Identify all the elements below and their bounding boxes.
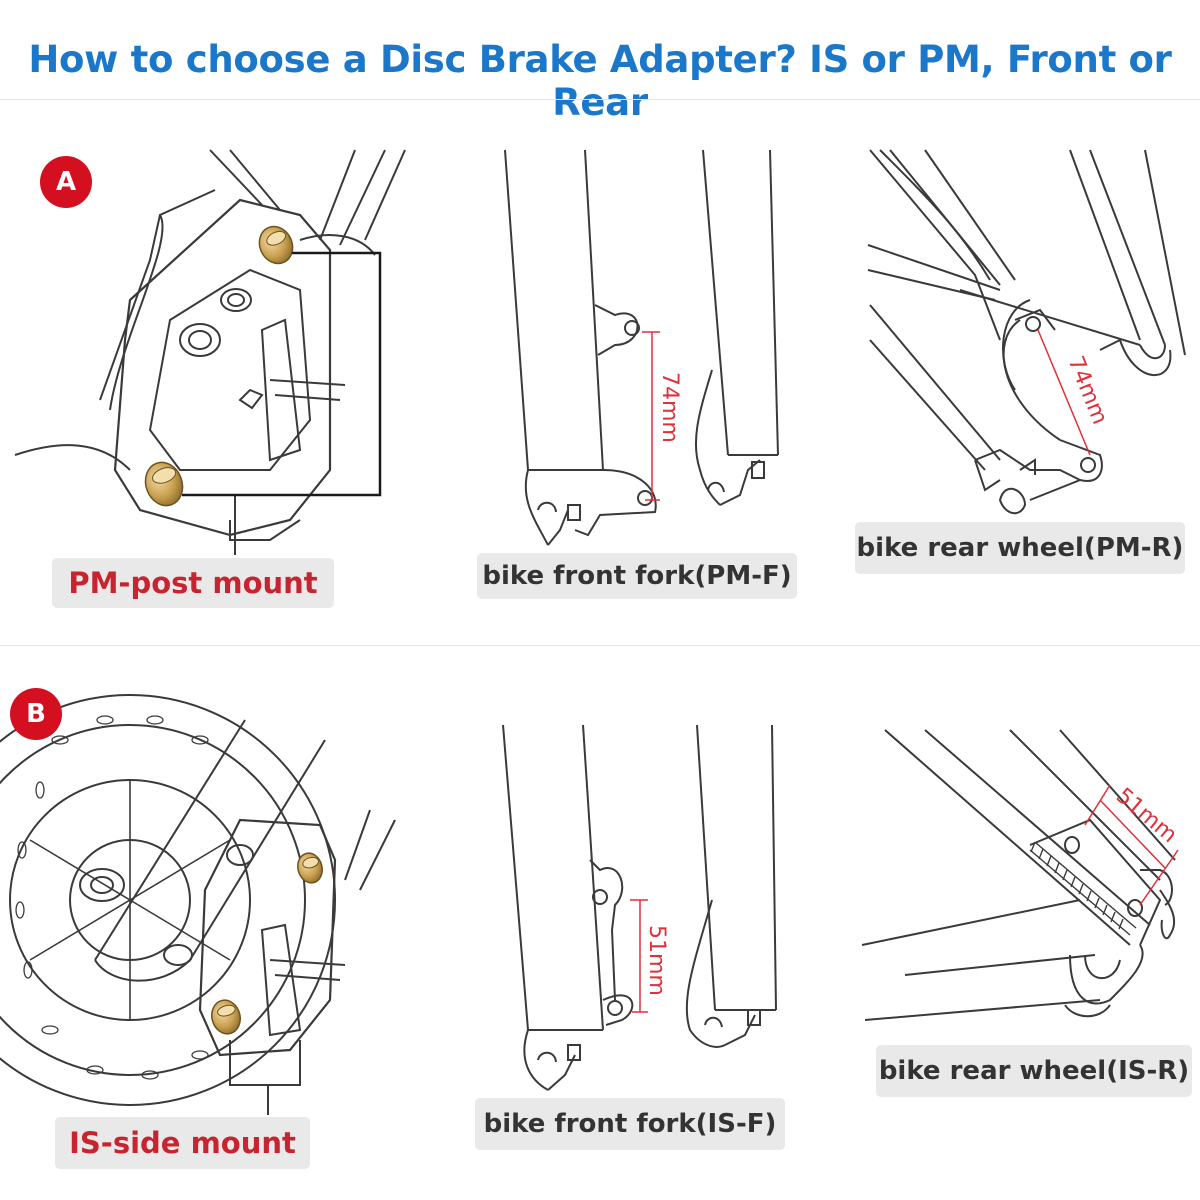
- pm-rear-wheel-caption: bike rear wheel(PM-R): [855, 522, 1185, 574]
- divider-top: [0, 99, 1200, 100]
- pm-rear-wheel-illustration: [867, 149, 1186, 515]
- pm-front-fork-caption: bike front fork(PM-F): [477, 553, 797, 599]
- is-mount-bolts: [211, 852, 323, 1035]
- is-rear-spring: [1029, 841, 1137, 936]
- is-front-fork-illustration: [502, 724, 777, 1091]
- section-b-badge: B: [10, 688, 62, 740]
- is-front-fork-caption: bike front fork(IS-F): [475, 1098, 785, 1150]
- is-front-dimension-label: 51mm: [644, 925, 669, 996]
- pm-rear-dimension: [1037, 329, 1091, 456]
- is-rear-dimension-label: 51mm: [1111, 783, 1181, 848]
- divider-middle: [0, 645, 1200, 646]
- is-rear-wheel-illustration: [861, 729, 1176, 1021]
- pm-front-dimension: [642, 331, 660, 501]
- pm-rear-dimension-label: 74mm: [1062, 353, 1112, 428]
- pm-front-dimension-label: 74mm: [657, 372, 682, 443]
- page-title: How to choose a Disc Brake Adapter? IS o…: [28, 38, 1172, 124]
- is-rotor-holes: [15, 715, 209, 1080]
- section-a-badge: A: [40, 156, 92, 208]
- pm-caliper-illustration: [14, 149, 406, 555]
- is-front-dimension: [630, 899, 648, 1013]
- pm-mount-bolts: [144, 225, 294, 507]
- is-side-mount-label: IS-side mount: [55, 1117, 310, 1169]
- pm-callout-bracket: [182, 251, 382, 497]
- pm-post-mount-label: PM-post mount: [52, 558, 334, 608]
- is-caliper-illustration: [0, 694, 396, 1115]
- is-rear-wheel-caption: bike rear wheel(IS-R): [876, 1045, 1192, 1097]
- is-rear-dimension: [1084, 784, 1179, 906]
- pm-front-fork-illustration: [504, 149, 779, 546]
